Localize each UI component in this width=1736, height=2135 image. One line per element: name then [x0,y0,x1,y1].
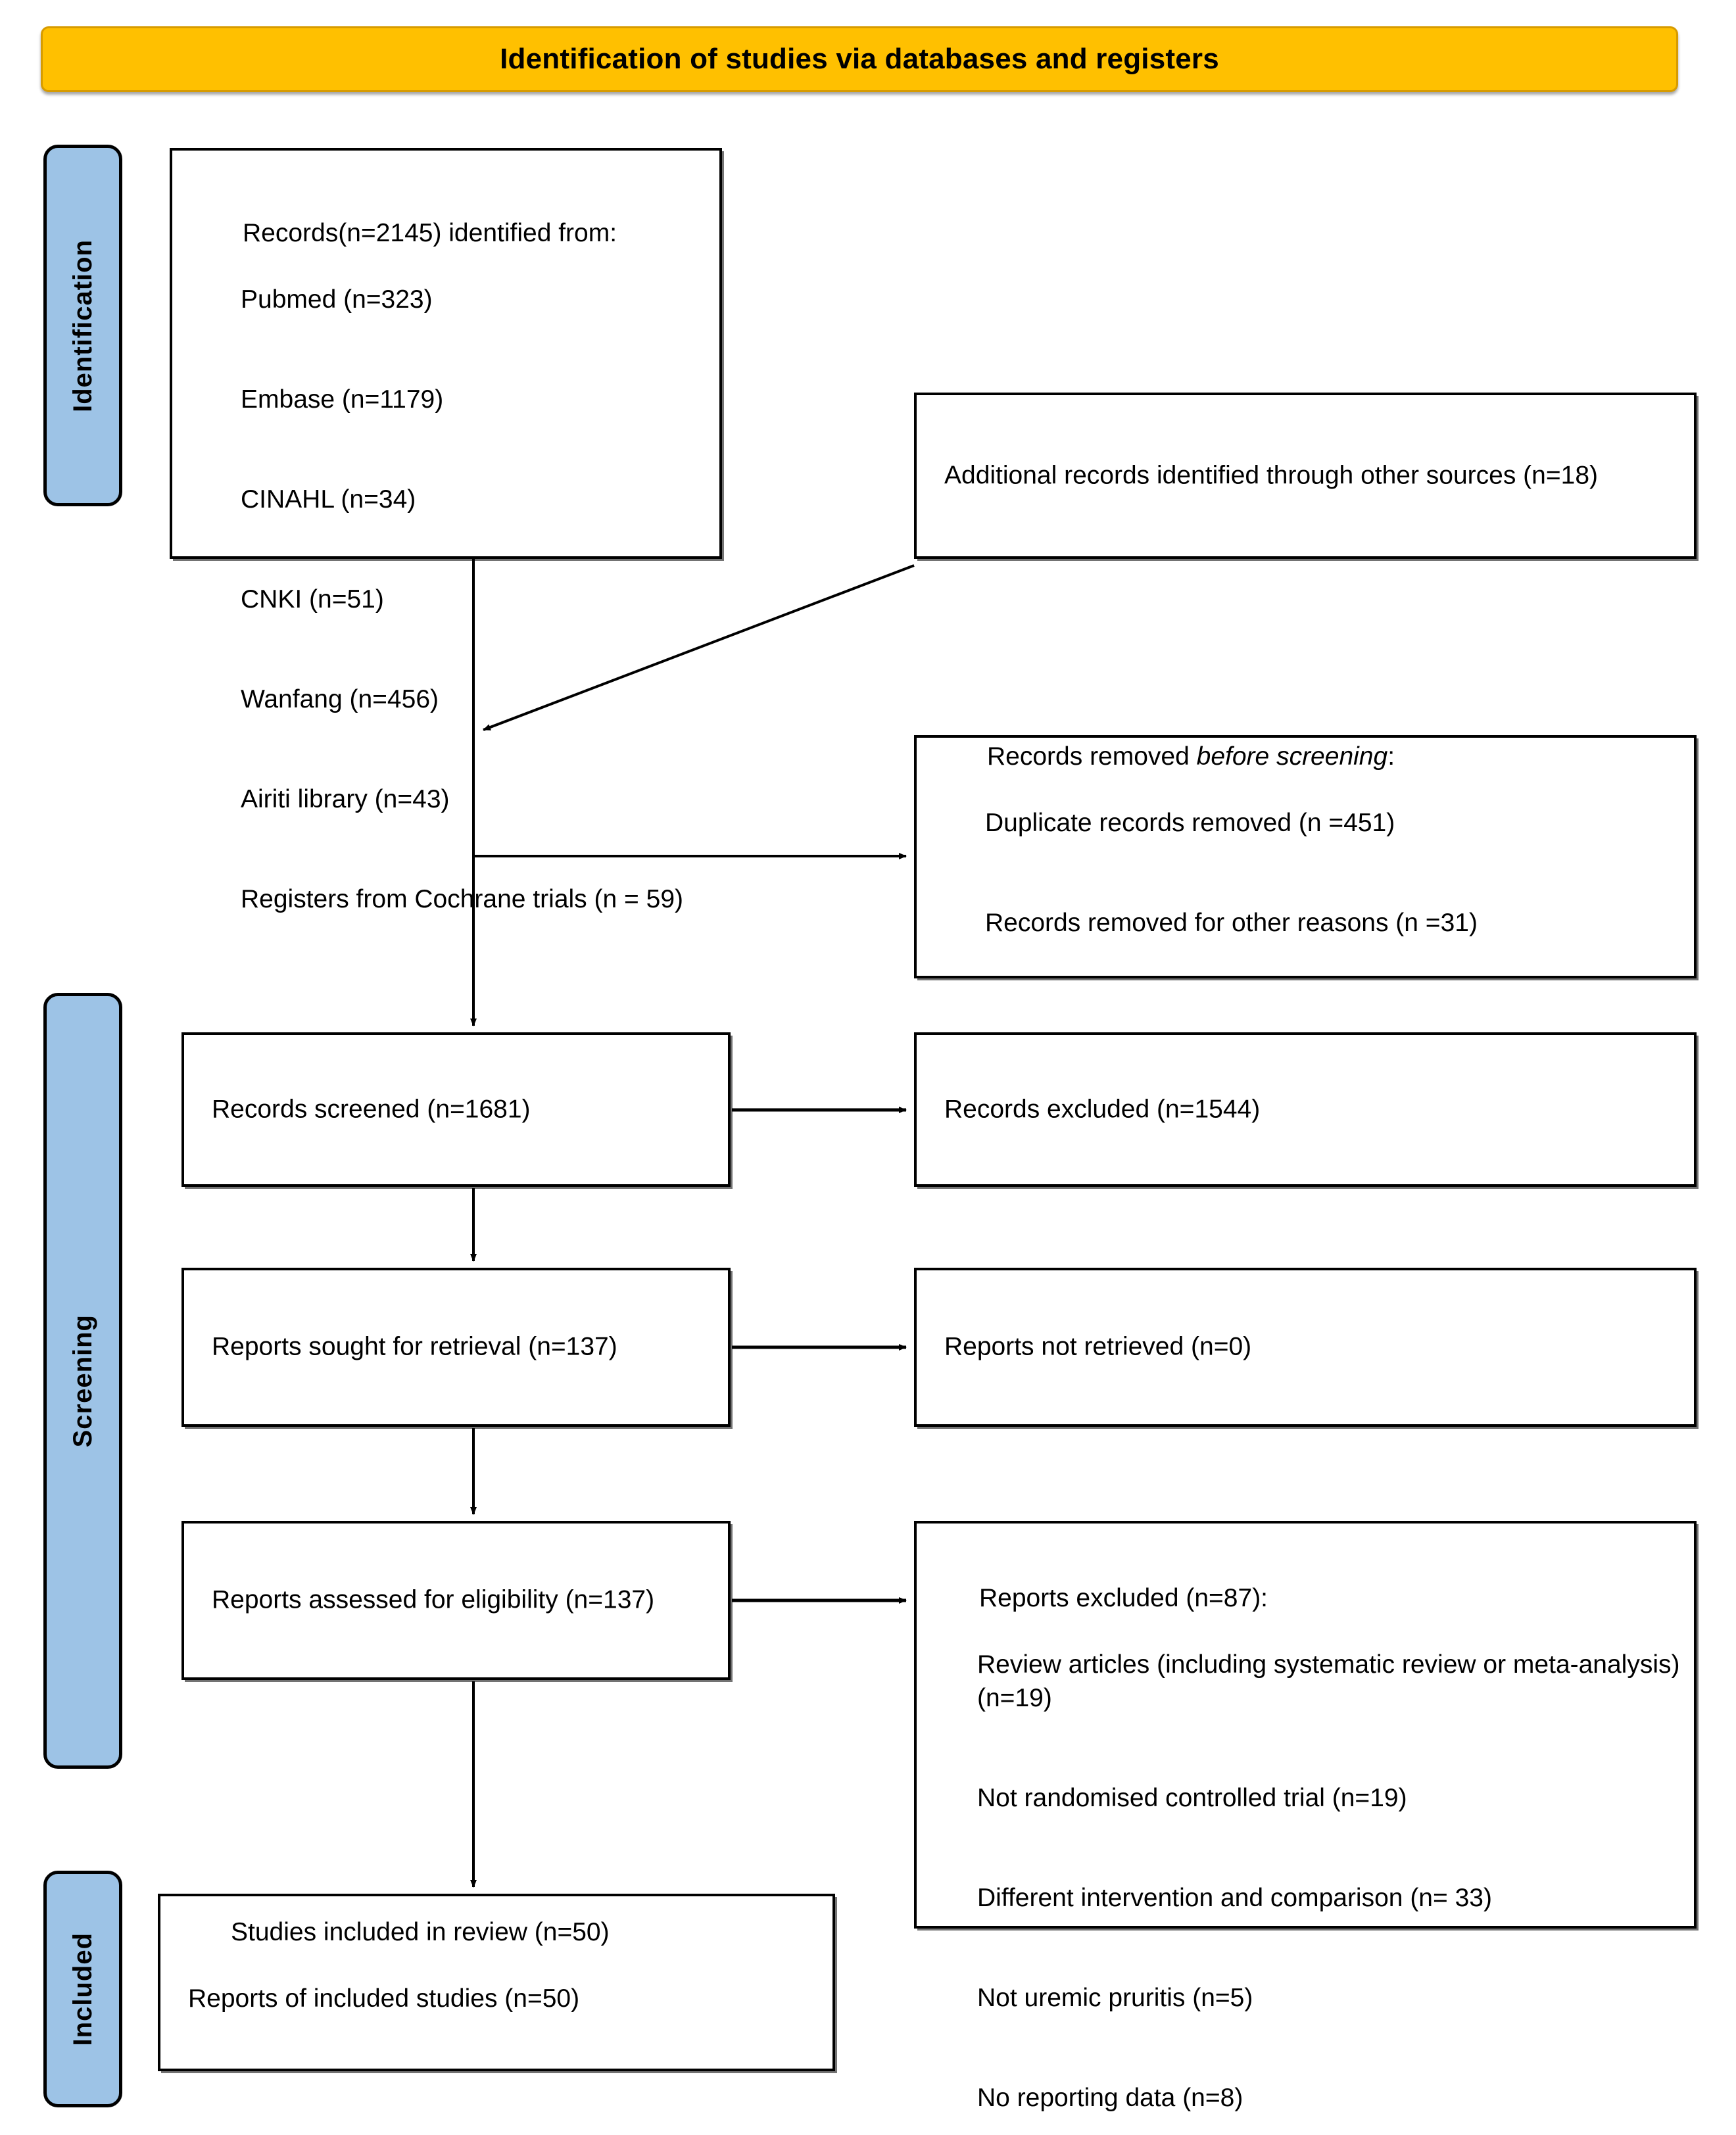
box-reports-sought: Reports sought for retrieval (n=137) [181,1268,731,1427]
records-removed-heading-prefix: Records removed [987,742,1197,771]
box-records-identified: Records(n=2145) identified from: Pubmed … [170,148,722,913]
box-studies-included: Studies included in review (n=50) Report… [158,1894,835,2071]
reason-not-rct: Not randomised controlled trial (n=19) [977,1783,1407,1812]
stage-label-included: Included [68,1932,97,2046]
reason-review-articles: Review articles (including systematic re… [977,1650,1687,1712]
records-removed-text: Records removed before screening: Duplic… [944,707,1682,1007]
page-title: Identification of studies via databases … [500,43,1219,75]
box-reports-assessed: Reports assessed for eligibility (n=137) [181,1521,731,1680]
box-additional-records: Additional records identified through ot… [914,393,1697,559]
box-reports-not-retrieved: Reports not retrieved (n=0) [914,1268,1697,1427]
stage-label-screening: Screening [68,1314,97,1448]
reports-not-retrieved-text: Reports not retrieved (n=0) [944,1332,1252,1361]
removed-other-reasons: Records removed for other reasons (n =31… [985,909,1478,938]
stage-bar-identification: Identification [43,145,122,506]
reports-excluded-heading: Reports excluded (n=87): [979,1583,1268,1612]
source-cochrane-registers: Registers from Cochrane trials (n = 59) [241,885,683,914]
records-identified-text: Records(n=2145) identified from: Pubmed … [200,183,708,984]
reports-excluded-text: Reports excluded (n=87): Review articles… [936,1548,1682,2135]
studies-included-line-2: Reports of included studies (n=50) [188,1984,580,2013]
source-cinahl: CINAHL (n=34) [241,485,416,514]
stage-label-identification: Identification [68,239,97,412]
stage-bar-included: Included [43,1871,122,2107]
source-wanfang: Wanfang (n=456) [241,685,439,714]
box-records-excluded: Records excluded (n=1544) [914,1032,1697,1187]
reports-assessed-text: Reports assessed for eligibility (n=137) [212,1585,655,1614]
reports-sought-text: Reports sought for retrieval (n=137) [212,1332,617,1361]
source-cnki: CNKI (n=51) [241,585,384,614]
source-pubmed: Pubmed (n=323) [241,285,433,314]
box-records-removed: Records removed before screening: Duplic… [914,735,1697,978]
box-reports-excluded: Reports excluded (n=87): Review articles… [914,1521,1697,2112]
studies-included-line-1: Studies included in review (n=50) [231,1917,610,1946]
studies-included-text: Studies included in review (n=50) Report… [188,1883,821,2082]
records-excluded-text: Records excluded (n=1544) [944,1095,1261,1124]
stage-bar-screening: Screening [43,993,122,1769]
source-airiti: Airiti library (n=43) [241,785,450,814]
reason-different-intervention: Different intervention and comparison (n… [977,1883,1492,1912]
additional-records-text: Additional records identified through ot… [944,461,1599,490]
records-screened-text: Records screened (n=1681) [212,1095,531,1124]
reason-not-uremic-pruritis: Not uremic pruritis (n=5) [977,1983,1253,2012]
records-identified-heading: Records(n=2145) identified from: [243,218,617,247]
box-records-screened: Records screened (n=1681) [181,1032,731,1187]
source-embase: Embase (n=1179) [241,385,444,414]
removed-duplicates: Duplicate records removed (n =451) [985,808,1395,837]
reason-no-reporting-data: No reporting data (n=8) [977,2084,1243,2112]
records-removed-heading-italic: before screening [1196,742,1388,771]
records-removed-heading-suffix: : [1387,742,1395,771]
header-banner: Identification of studies via databases … [41,26,1678,92]
